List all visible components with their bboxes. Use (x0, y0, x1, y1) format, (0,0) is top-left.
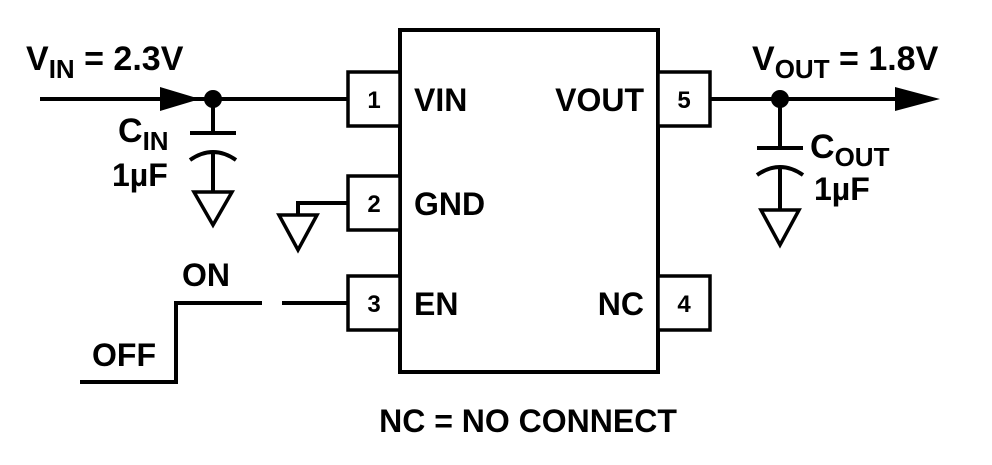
pin-1-number: 1 (367, 87, 380, 114)
pin-2-number: 2 (367, 191, 380, 218)
pin-4-number: 4 (677, 291, 691, 318)
pin-4-box (656, 274, 712, 332)
input-arrow-icon (160, 87, 200, 111)
cin-label: CIN (118, 112, 169, 156)
cin-ground-icon (190, 190, 236, 229)
cout-ground-icon (758, 208, 802, 249)
cout-subscript: OUT (835, 142, 890, 172)
pin-5-number: 5 (677, 87, 690, 114)
pin-2-box (346, 174, 402, 232)
cin-value: 1µF (112, 157, 168, 193)
vout-label: VOUT = 1.8V (752, 40, 939, 84)
pin-1-name: VIN (414, 82, 467, 118)
pin-4-name: NC (598, 286, 644, 322)
gnd-pin-ground-icon (276, 213, 320, 254)
vin-value: = 2.3V (75, 40, 184, 78)
cout-value: 1µF (814, 171, 870, 207)
pin-2-name: GND (414, 186, 485, 222)
on-label: ON (182, 257, 230, 293)
off-label: OFF (92, 337, 156, 373)
enable-switch-trace (80, 301, 262, 384)
vin-subscript: IN (49, 54, 75, 84)
cout-label: COUT (810, 128, 890, 172)
cout-capacitor-icon (755, 99, 805, 210)
cin-subscript: IN (143, 126, 169, 156)
pin-3-name: EN (414, 286, 458, 322)
output-arrow-icon (895, 87, 940, 111)
vout-subscript: OUT (775, 54, 830, 84)
vout-value: = 1.8V (830, 40, 939, 78)
pin-3-number: 3 (367, 291, 380, 318)
ic-body (398, 28, 660, 374)
vin-label: VIN = 2.3V (26, 40, 184, 84)
pin-1-box (346, 70, 402, 128)
gnd-wire (296, 201, 348, 215)
pin-5-name: VOUT (555, 82, 644, 118)
nc-footnote: NC = NO CONNECT (379, 403, 677, 439)
cin-capacitor-icon (188, 99, 238, 192)
